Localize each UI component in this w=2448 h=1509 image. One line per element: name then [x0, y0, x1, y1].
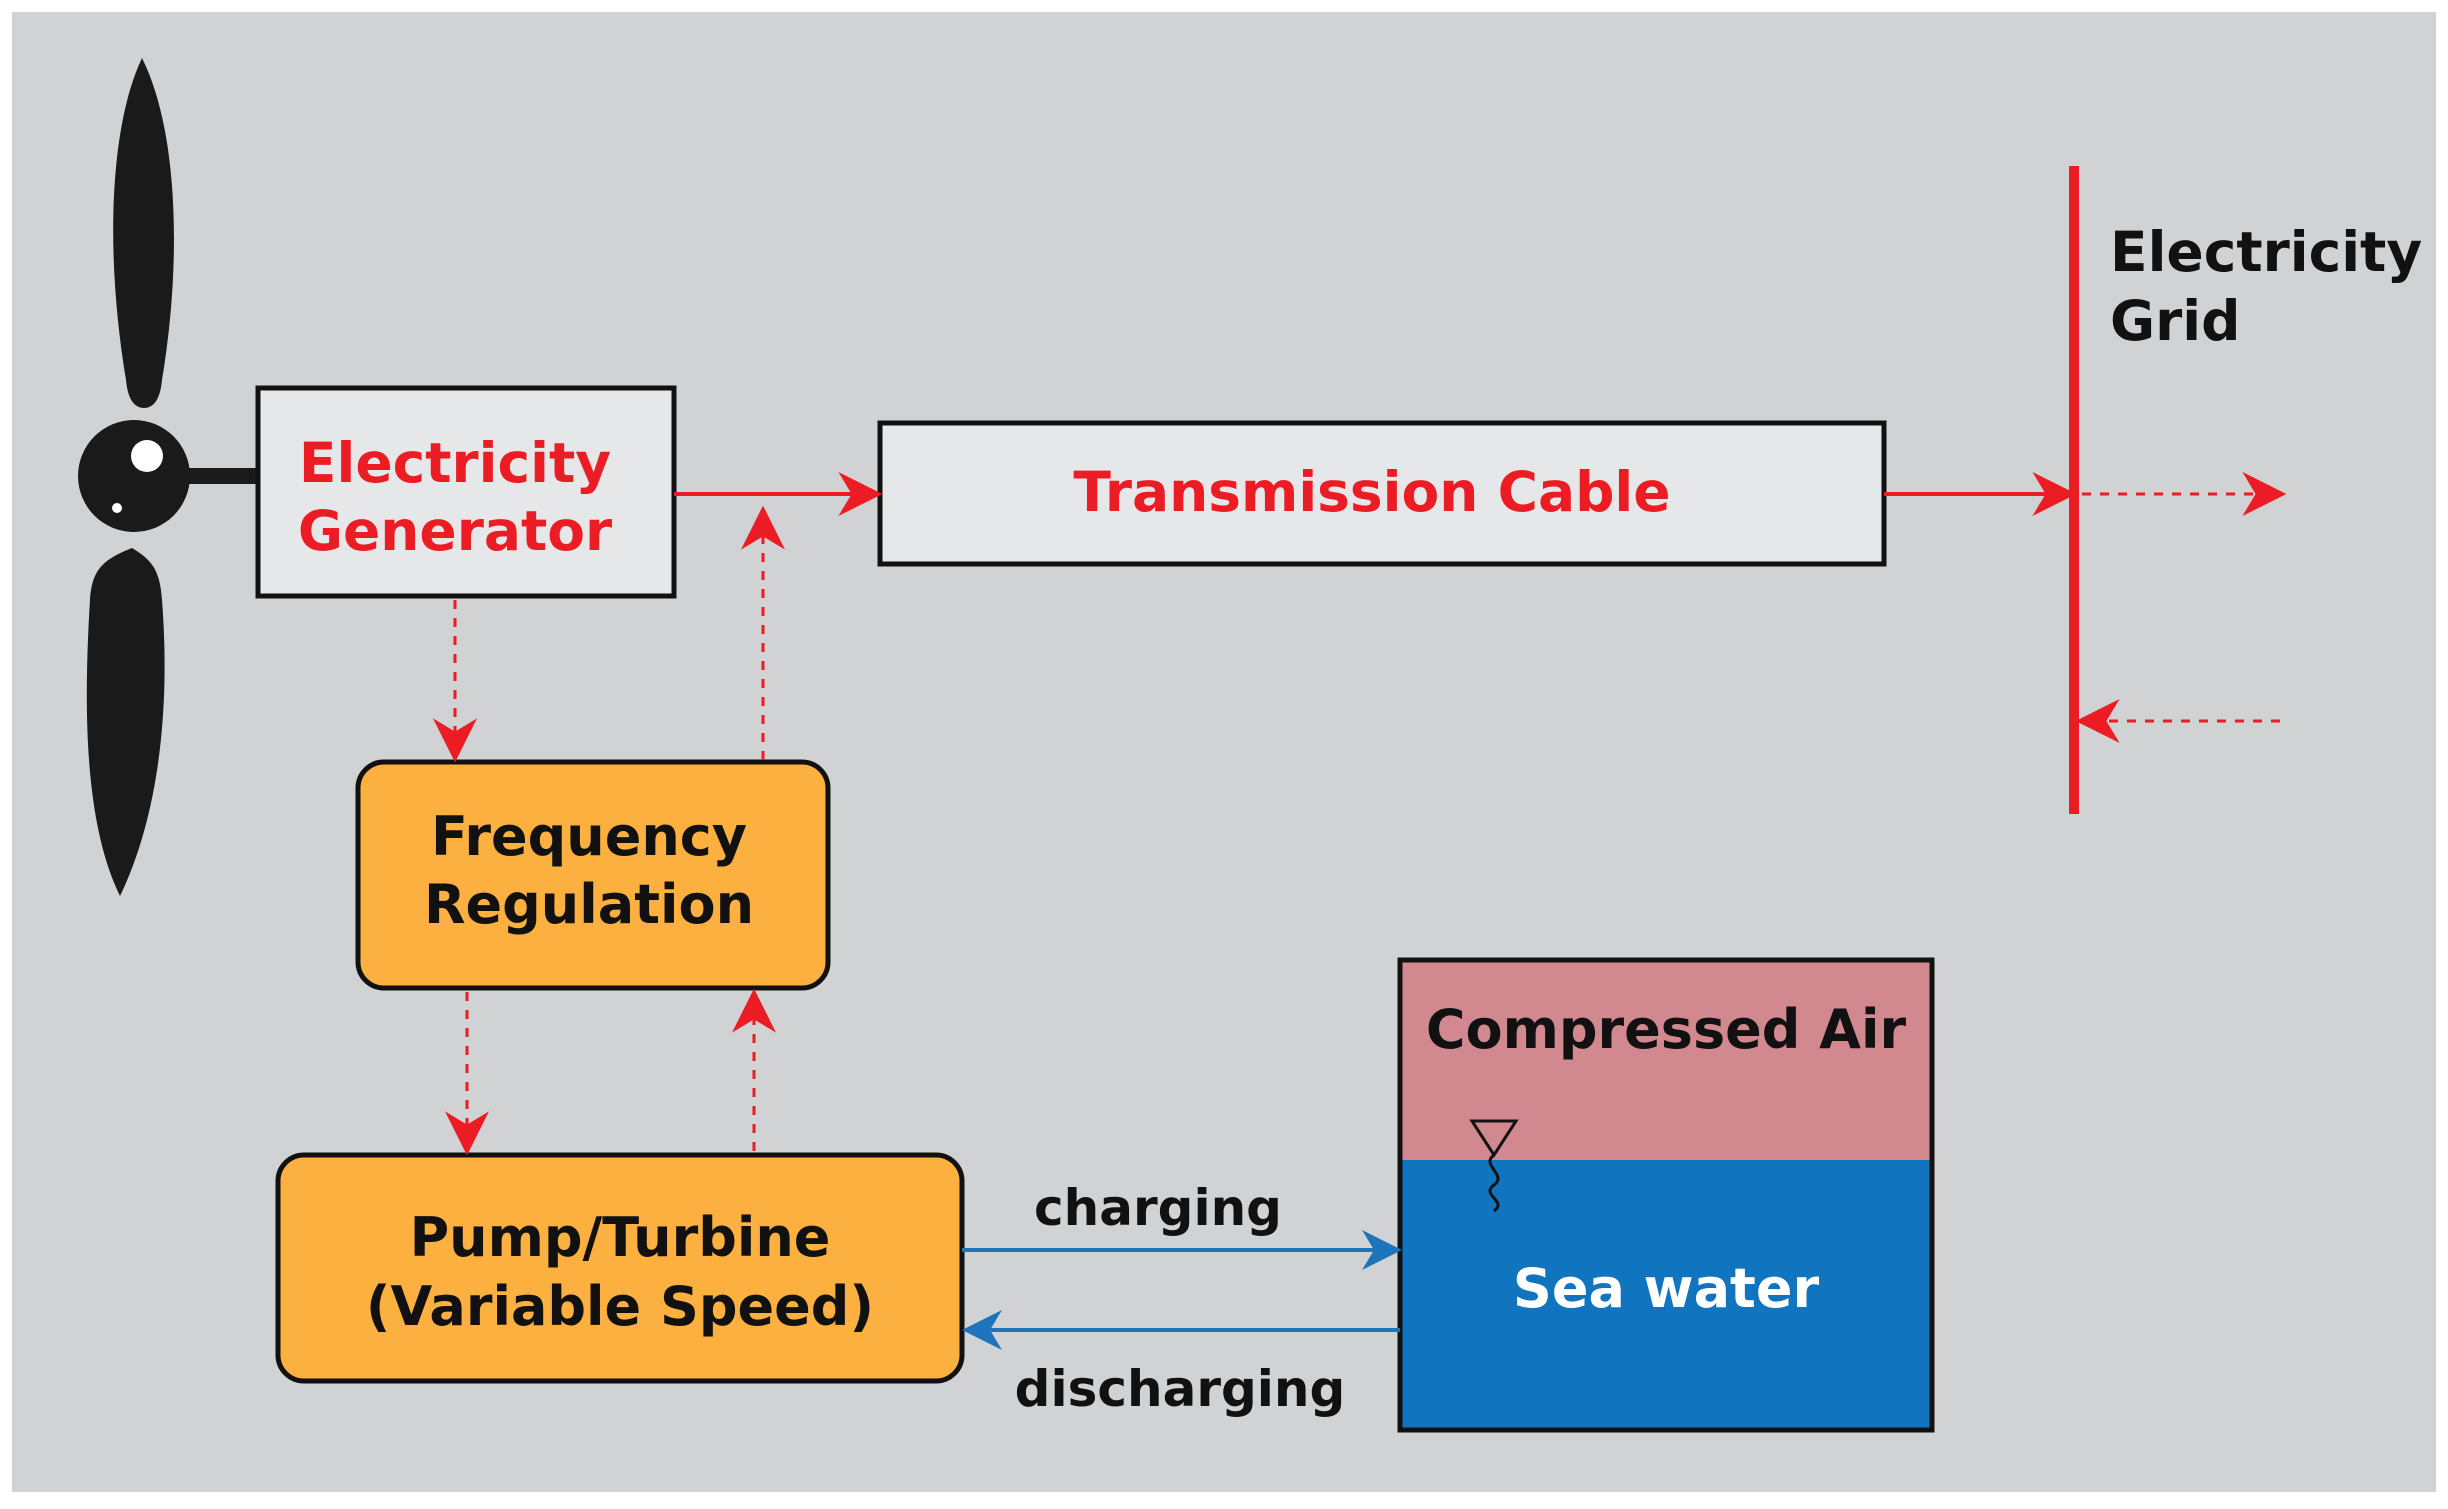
- frequency-label-line2: Regulation: [424, 873, 754, 936]
- storage-tank: [1397, 957, 1935, 1433]
- turbine-blade-bottom: [86, 548, 165, 896]
- frequency-regulation-box: [355, 759, 831, 991]
- pump-turbine-box: [275, 1152, 965, 1384]
- turbine-hub: [78, 420, 190, 532]
- frequency-label-line1: Frequency: [431, 805, 747, 868]
- turbine-hub-dot: [112, 503, 122, 513]
- tank-outline: [1397, 957, 1935, 1433]
- generator-label-line2: Generator: [298, 499, 612, 563]
- charging-label: charging: [1034, 1179, 1282, 1237]
- turbine-hub-highlight: [131, 440, 163, 472]
- sea-water-label: Sea water: [1513, 1257, 1820, 1320]
- transmission-cable-label: Transmission Cable: [1073, 460, 1670, 524]
- wind-turbine-rotor-icon: [78, 58, 260, 896]
- compressed-air-region: [1400, 960, 1932, 1160]
- pump-label-line1: Pump/Turbine: [410, 1206, 831, 1269]
- sea-water-region: [1400, 1160, 1932, 1430]
- grid-label-line2: Grid: [2110, 289, 2241, 353]
- generator-label-line1: Electricity: [299, 431, 611, 495]
- water-level-icon: [1469, 1119, 1519, 1213]
- pump-label-line2: (Variable Speed): [366, 1275, 874, 1338]
- compressed-air-label: Compressed Air: [1426, 998, 1907, 1061]
- discharging-label: discharging: [1015, 1360, 1346, 1418]
- turbine-shaft: [180, 468, 260, 484]
- transmission-cable-box: [877, 420, 1887, 567]
- turbine-blade-top: [113, 58, 174, 408]
- grid-label-line1: Electricity: [2110, 220, 2422, 284]
